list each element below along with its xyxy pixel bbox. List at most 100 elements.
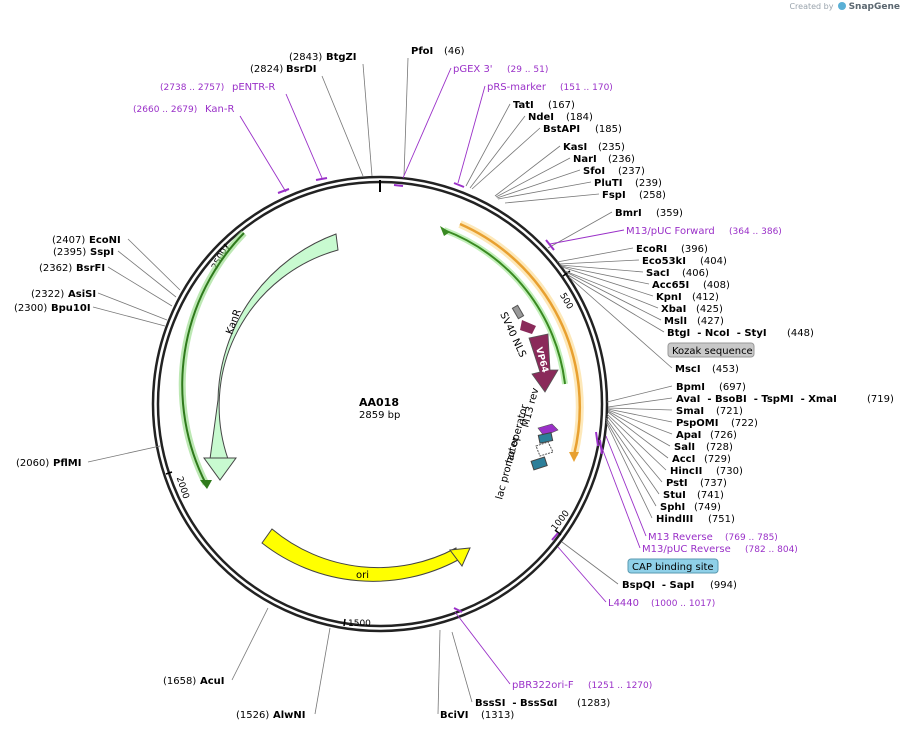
enzyme-pos: (749) xyxy=(694,502,721,513)
enzyme-name: SacI xyxy=(646,268,670,279)
plasmid-length: 2859 bp xyxy=(359,410,400,421)
enzyme-name: SalI xyxy=(674,442,695,453)
enzyme-name: FspI xyxy=(602,190,626,201)
enzyme-pos: (719) xyxy=(867,394,894,405)
tick-label-2000: 2000 xyxy=(174,475,191,500)
credit-brand: SnapGene xyxy=(848,2,900,12)
enzyme-name: PluTI xyxy=(594,178,622,189)
snapgene-credit: Created by SnapGene xyxy=(789,2,900,12)
enzyme-leader-line xyxy=(117,250,177,298)
enzyme-leader-line xyxy=(231,607,269,681)
enzyme-name: PspOMI xyxy=(676,418,718,429)
primer-range: (2738 .. 2757) xyxy=(160,83,224,93)
enzyme-name: BsrDI xyxy=(286,64,317,75)
primer-marks xyxy=(277,177,603,613)
primer-leader-line xyxy=(457,85,486,184)
primer-range: (1000 .. 1017) xyxy=(651,599,715,609)
primer-name: pGEX 3' xyxy=(453,64,493,75)
enzyme-pos: (697) xyxy=(719,382,746,393)
enzyme-name: XbaI xyxy=(661,304,686,315)
enzyme-leader-line xyxy=(87,445,161,463)
enzyme-pos: (1658) xyxy=(163,676,196,687)
enzyme-leader-line xyxy=(97,292,168,321)
enzyme-leader-line xyxy=(607,408,673,423)
enzyme-pos: (235) xyxy=(598,142,625,153)
enzyme-pos: (1526) xyxy=(236,710,269,721)
enzyme-name: NarI xyxy=(573,154,597,165)
enzyme-name: AccI xyxy=(672,454,695,465)
enzyme-leader-line xyxy=(107,266,173,307)
lac-operator-box xyxy=(537,432,554,444)
enzyme-leader-line xyxy=(497,181,592,200)
primer-leader-line xyxy=(598,439,641,549)
enzyme-pos: (1283) xyxy=(577,698,610,709)
enzyme-leader-line xyxy=(607,397,673,408)
primer-name: pENTR-R xyxy=(232,82,275,93)
enzyme-name: KasI xyxy=(563,142,587,153)
enzyme-pos: (448) xyxy=(787,328,814,339)
primer-range: (29 .. 51) xyxy=(507,65,548,75)
enzyme-pos: (2843) xyxy=(289,52,322,63)
feature-label-lac-promoter: lac promoter xyxy=(494,435,521,501)
enzyme-leader-line xyxy=(321,75,364,177)
kanr-outline-arrowhead xyxy=(200,480,212,489)
enzyme-pos: (2362) xyxy=(39,263,72,274)
enzyme-leader-line xyxy=(606,413,667,471)
enzyme-name: MslI xyxy=(664,316,687,327)
enzyme-pos: (2060) xyxy=(16,458,49,469)
enzyme-pos: (722) xyxy=(731,418,758,429)
primer-name: M13/pUC Forward xyxy=(626,226,715,237)
enzyme-name: BtgI - NcoI - StyI xyxy=(667,328,767,339)
orange-arc-arrowhead xyxy=(569,452,579,462)
plasmid-name: AA018 xyxy=(359,396,399,409)
snapgene-logo-icon xyxy=(838,2,847,10)
enzyme-pos: (406) xyxy=(682,268,709,279)
enzyme-name: KpnI xyxy=(656,292,682,303)
enzyme-name: BspQI - SapI xyxy=(622,580,694,591)
primer-name: Kan-R xyxy=(205,104,234,115)
enzyme-name: StuI xyxy=(663,490,686,501)
enzyme-leader-line xyxy=(607,409,673,435)
enzyme-name: Acc65I xyxy=(652,280,689,291)
primer-name: M13/pUC Reverse xyxy=(642,544,731,555)
enzyme-leader-line xyxy=(127,238,181,291)
enzyme-pos: (2322) xyxy=(31,289,64,300)
enzyme-leader-line xyxy=(607,407,673,411)
enzyme-pos: (726) xyxy=(710,430,737,441)
enzyme-pos: (729) xyxy=(704,454,731,465)
enzyme-pos: (359) xyxy=(656,208,683,219)
enzyme-pos: (994) xyxy=(710,580,737,591)
enzyme-pos: (237) xyxy=(618,166,645,177)
primer-labels: pGEX 3' (29 .. 51) pRS-marker (151 .. 17… xyxy=(133,64,798,691)
enzyme-leader-line xyxy=(469,115,526,189)
enzyme-leader-line xyxy=(606,415,663,483)
kanr-outline xyxy=(181,232,245,485)
primer-mark xyxy=(393,184,404,187)
enzyme-leader-line xyxy=(496,169,581,199)
enzyme-name: HindIII xyxy=(656,514,693,525)
enzyme-leader-line xyxy=(607,410,671,447)
primer-mark xyxy=(599,439,603,455)
primer-mark xyxy=(453,182,465,188)
enzyme-leader-line xyxy=(605,419,657,507)
enzyme-pos: (425) xyxy=(696,304,723,315)
enzyme-name: TatI xyxy=(513,100,534,111)
enzyme-leader-line xyxy=(451,631,473,703)
enzyme-pos: (412) xyxy=(692,292,719,303)
enzyme-pos: (236) xyxy=(608,154,635,165)
enzyme-name: PstI xyxy=(666,478,688,489)
credit-prefix: Created by xyxy=(789,2,834,11)
enzyme-leader-line xyxy=(314,627,331,715)
primer-leader-line xyxy=(239,115,287,193)
primer-mark xyxy=(315,177,328,181)
feature-label-ori: ori xyxy=(356,570,369,581)
green-arc xyxy=(443,229,566,385)
primer-name: L4440 xyxy=(608,598,639,609)
kozak-sequence-box xyxy=(667,342,755,358)
enzyme-leader-line xyxy=(559,264,644,273)
enzyme-name: PfoI xyxy=(411,46,433,57)
enzyme-name: Eco53kI xyxy=(642,256,686,267)
enzyme-leader-line xyxy=(471,127,541,190)
enzyme-pos: (46) xyxy=(444,46,465,57)
